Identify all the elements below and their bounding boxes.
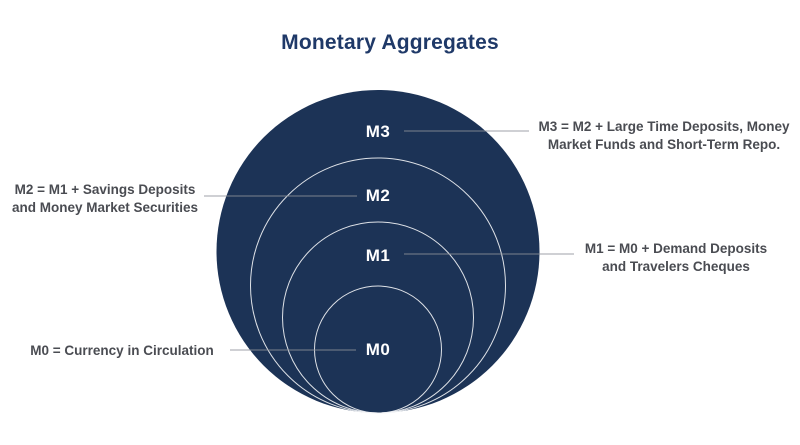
m0-ring-label: M0	[365, 340, 391, 359]
m2-annotation-line1: M2 = M1 + Savings Deposits	[14, 182, 196, 197]
m1-annotation: M1 = M0 + Demand Deposits and Travelers …	[580, 240, 772, 276]
m1-ring-label: M1	[365, 246, 391, 265]
m1-annotation-line2: and Travelers Cheques	[602, 259, 750, 274]
m2-annotation-line2: and Money Market Securities	[11, 200, 199, 215]
m3-annotation-line2: Market Funds and Short-Term Repo.	[547, 137, 781, 152]
m3-circle	[216, 90, 540, 413]
m1-annotation-line1: M1 = M0 + Demand Deposits	[584, 241, 768, 256]
page-title: Monetary Aggregates	[281, 31, 499, 54]
m2-annotation: M2 = M1 + Savings Deposits and Money Mar…	[4, 181, 206, 217]
m0-annotation-line1: M0 = Currency in Circulation	[30, 343, 214, 358]
m2-ring-label: M2	[365, 186, 391, 205]
m3-ring-label: M3	[365, 122, 391, 141]
m3-annotation: M3 = M2 + Large Time Deposits, Money Mar…	[528, 118, 800, 154]
m3-annotation-line1: M3 = M2 + Large Time Deposits, Money	[538, 119, 790, 134]
m0-annotation: M0 = Currency in Circulation	[26, 342, 218, 360]
